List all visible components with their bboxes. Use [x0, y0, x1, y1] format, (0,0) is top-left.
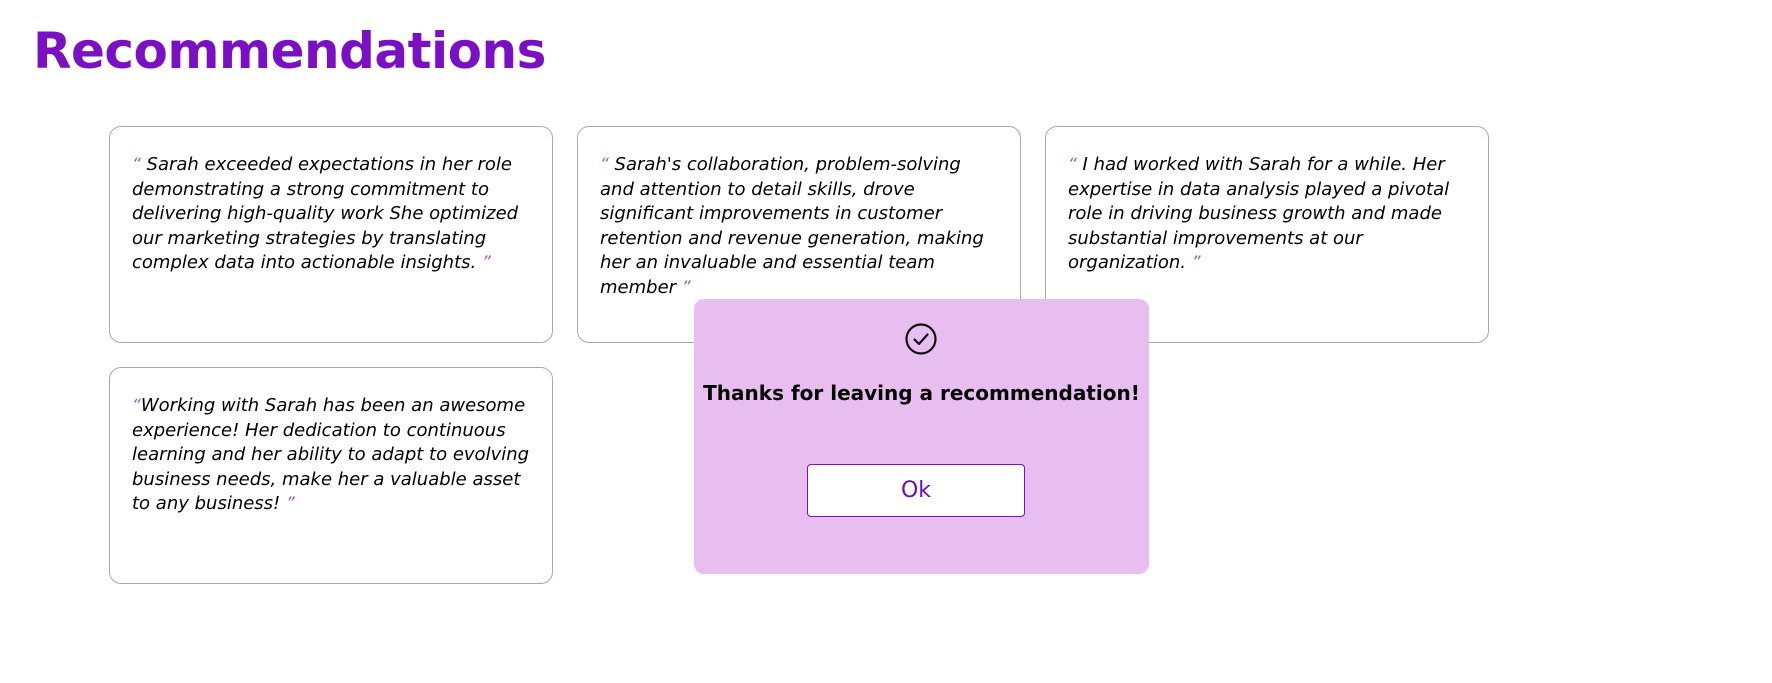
page-title: Recommendations — [33, 22, 546, 80]
recommendation-body: I had worked with Sarah for a while. Her… — [1068, 154, 1450, 273]
recommendation-text: “ I had worked with Sarah for a while. H… — [1068, 153, 1466, 276]
recommendation-body: Sarah exceeded expectations in her role … — [132, 154, 519, 273]
open-quote-icon: “ — [1068, 155, 1077, 175]
open-quote-icon: “ — [132, 155, 141, 175]
modal-message: Thanks for leaving a recommendation! — [703, 381, 1140, 405]
recommendation-card: “ Sarah's collaboration, problem-solving… — [577, 126, 1021, 343]
recommendation-card: “Working with Sarah has been an awesome … — [109, 367, 553, 584]
recommendation-text: “ Sarah exceeded expectations in her rol… — [132, 153, 530, 276]
recommendation-body: Sarah's collaboration, problem-solving a… — [600, 154, 984, 298]
open-quote-icon: “ — [132, 396, 141, 416]
recommendation-card: “ I had worked with Sarah for a while. H… — [1045, 126, 1489, 343]
confirmation-modal: Thanks for leaving a recommendation! Ok — [694, 299, 1149, 574]
recommendation-text: “Working with Sarah has been an awesome … — [132, 394, 530, 517]
open-quote-icon: “ — [600, 155, 609, 175]
close-quote-icon: ” — [1191, 253, 1201, 273]
recommendation-text: “ Sarah's collaboration, problem-solving… — [600, 153, 998, 300]
recommendation-card: “ Sarah exceeded expectations in her rol… — [109, 126, 553, 343]
check-circle-icon — [905, 323, 937, 355]
close-quote-icon: ” — [481, 253, 491, 273]
recommendation-body: Working with Sarah has been an awesome e… — [132, 395, 530, 514]
close-quote-icon: ” — [681, 277, 691, 298]
ok-button[interactable]: Ok — [807, 464, 1025, 517]
close-quote-icon: ” — [286, 494, 295, 514]
